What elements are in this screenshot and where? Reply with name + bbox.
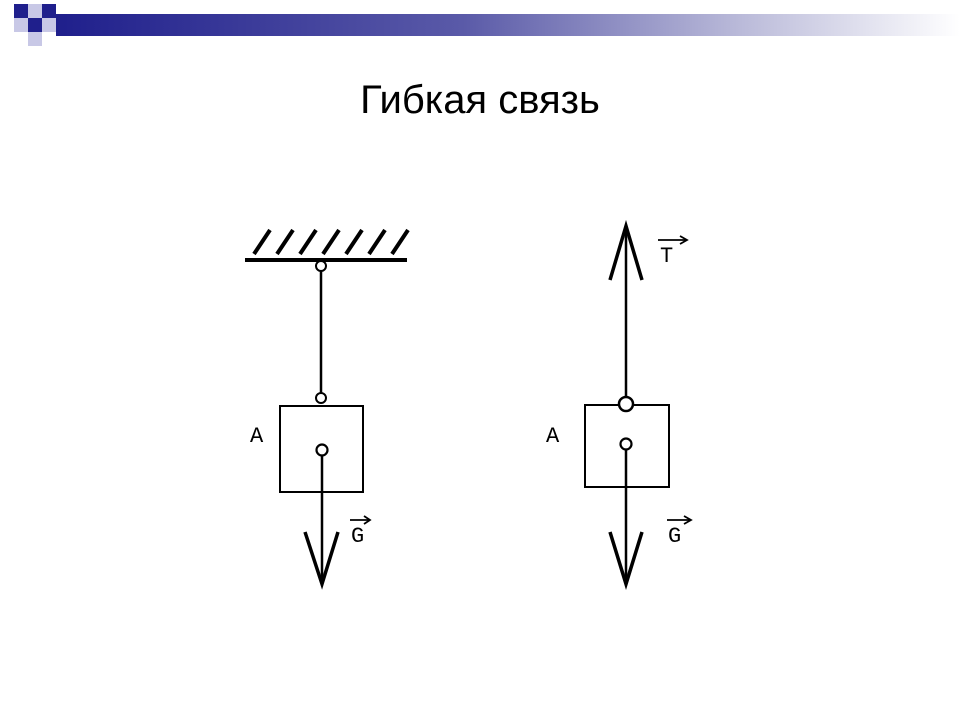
- body-center-point: [619, 437, 633, 451]
- body-label-left: A: [250, 424, 264, 449]
- header-gradient-bar: [56, 14, 960, 36]
- page-title: Гибкая связь: [360, 78, 600, 122]
- header-decoration: [0, 0, 960, 60]
- deco-square: [28, 18, 42, 32]
- fixed-support: [245, 228, 410, 262]
- gravity-arrowhead-right: [608, 531, 644, 590]
- attachment-point: [617, 395, 635, 413]
- deco-square: [14, 18, 28, 32]
- rope-bottom-hinge: [315, 392, 327, 404]
- vector-arrow-mark: [350, 515, 372, 525]
- body-center-point: [315, 443, 329, 457]
- rope-top-hinge: [315, 260, 327, 272]
- tension-arrowhead: [608, 219, 644, 281]
- body-label-right: A: [546, 424, 560, 449]
- deco-square: [42, 4, 56, 18]
- deco-square: [28, 4, 42, 18]
- deco-square: [42, 18, 56, 32]
- deco-square: [14, 4, 28, 18]
- deco-square: [28, 32, 42, 46]
- tension-label: T: [660, 244, 673, 269]
- vector-arrow-mark: [658, 235, 689, 245]
- gravity-label-left: G: [351, 524, 364, 549]
- gravity-arrowhead-left: [303, 531, 340, 590]
- vector-arrow-mark: [667, 515, 693, 525]
- gravity-label-right: G: [668, 524, 681, 549]
